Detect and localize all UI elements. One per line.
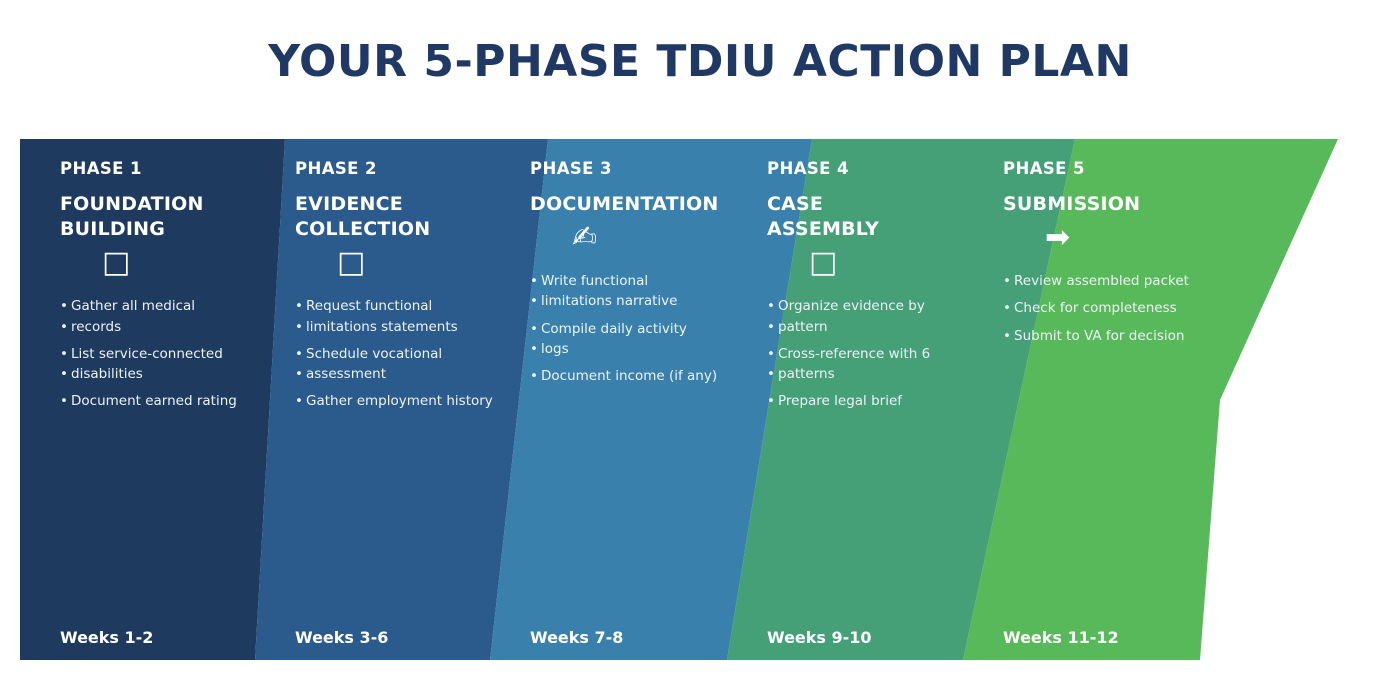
bullet-line: Review assembled packet [1003,271,1333,291]
phase-panel-3[interactable] [490,139,812,660]
bullet-line: pattern [767,317,1070,337]
bullet-item: Request functionallimitations statements [295,296,543,337]
phase-column-3[interactable]: PHASE 3 DOCUMENTATION ✍ Write functionallim… [530,139,807,660]
bullet-line: Prepare legal brief [767,391,1070,411]
bullet-item: Schedule vocationalassessment [295,344,543,385]
bullet-line: Request functional [295,296,543,316]
bullet-line: Compile daily activity [530,319,807,339]
writing-hand-icon: ✍ [572,220,598,256]
bullet-line: Document earned rating [60,391,280,411]
bullet-item: Prepare legal brief [767,391,1070,411]
bullet-line: List service-connected [60,344,280,364]
phase-name-line-2: COLLECTION [295,218,431,241]
phase-label-5: PHASE 5 [1003,159,1085,178]
bullet-item: Document earned rating [60,391,280,411]
phase-bullets-2: Request functionallimitations statements… [295,296,543,411]
bullet-line: Cross-reference with 6 [767,344,1070,364]
missing-glyph-icon: □ [102,245,131,281]
bullet-item: Gather employment history [295,391,543,411]
weeks-label-1: Weeks 1-2 [60,628,154,647]
phase-name-line-1: SUBMISSION [1003,193,1141,216]
missing-glyph-icon: □ [809,245,838,281]
bullet-line: Schedule vocational [295,344,543,364]
phase-bullets-5: Review assembled packetCheck for complet… [1003,271,1333,346]
phase-name-line-2: ASSEMBLY [767,218,880,241]
bullet-line: Check for completeness [1003,298,1333,318]
phase-label-4: PHASE 4 [767,159,849,178]
phase-bullets-4: Organize evidence bypatternCross-referen… [767,296,1070,411]
right-arrow-icon: ➡ [1045,220,1071,256]
bullet-line: Gather employment history [295,391,543,411]
missing-glyph-icon: □ [337,245,366,281]
weeks-label-2: Weeks 3-6 [295,628,389,647]
bullet-line: logs [530,339,807,359]
bullet-line: Submit to VA for decision [1003,326,1333,346]
weeks-label-4: Weeks 9-10 [767,628,872,647]
bullet-line: disabilities [60,364,280,384]
page-title: YOUR 5-PHASE TDIU ACTION PLAN [268,36,1132,87]
bullet-item: Submit to VA for decision [1003,326,1333,346]
phase-name-line-1: FOUNDATION [60,193,204,216]
bullet-item: Document income (if any) [530,366,807,386]
bullet-item: Compile daily activitylogs [530,319,807,360]
phase-name-line-1: EVIDENCE [295,193,403,216]
bullet-item: Organize evidence bypattern [767,296,1070,337]
bullet-item: Write functionallimitations narrative [530,271,807,312]
phase-name-5: SUBMISSION [1003,192,1333,217]
bullet-line: records [60,317,280,337]
phase-label-3: PHASE 3 [530,159,612,178]
phase-name-3: DOCUMENTATION [530,192,807,217]
bullet-line: Document income (if any) [530,366,807,386]
bullet-item: Review assembled packet [1003,271,1333,291]
phase-panel-5[interactable] [963,139,1338,660]
phase-bullets-3: Write functionallimitations narrativeCom… [530,271,807,386]
phase-column-5[interactable]: PHASE 5 SUBMISSION ➡ Review assembled packe… [1003,139,1333,660]
phase-label-2: PHASE 2 [295,159,377,178]
bullet-line: limitations statements [295,317,543,337]
bullet-line: patterns [767,364,1070,384]
weeks-label-5: Weeks 11-12 [1003,628,1119,647]
phase-name-line-1: DOCUMENTATION [530,193,719,216]
phase-name-line-2: BUILDING [60,218,166,241]
phase-icon-row-4: □ [767,242,1070,296]
bullet-line: limitations narrative [530,291,807,311]
bullet-item: Cross-reference with 6patterns [767,344,1070,385]
phase-name-line-1: CASE [767,193,824,216]
phase-bullets-1: Gather all medicalrecordsList service-co… [60,296,280,411]
phase-icon-row-3: ✍ [530,217,807,271]
bullet-item: Check for completeness [1003,298,1333,318]
weeks-label-3: Weeks 7-8 [530,628,624,647]
bullet-line: Gather all medical [60,296,280,316]
bullet-item: Gather all medicalrecords [60,296,280,337]
phase-label-1: PHASE 1 [60,159,142,178]
phase-icon-row-1: □ [60,242,280,296]
phase-icon-row-5: ➡ [1003,217,1333,271]
bullet-line: Write functional [530,271,807,291]
bullet-line: assessment [295,364,543,384]
phase-icon-row-2: □ [295,242,543,296]
bullet-item: List service-connecteddisabilities [60,344,280,385]
bullet-line: Organize evidence by [767,296,1070,316]
